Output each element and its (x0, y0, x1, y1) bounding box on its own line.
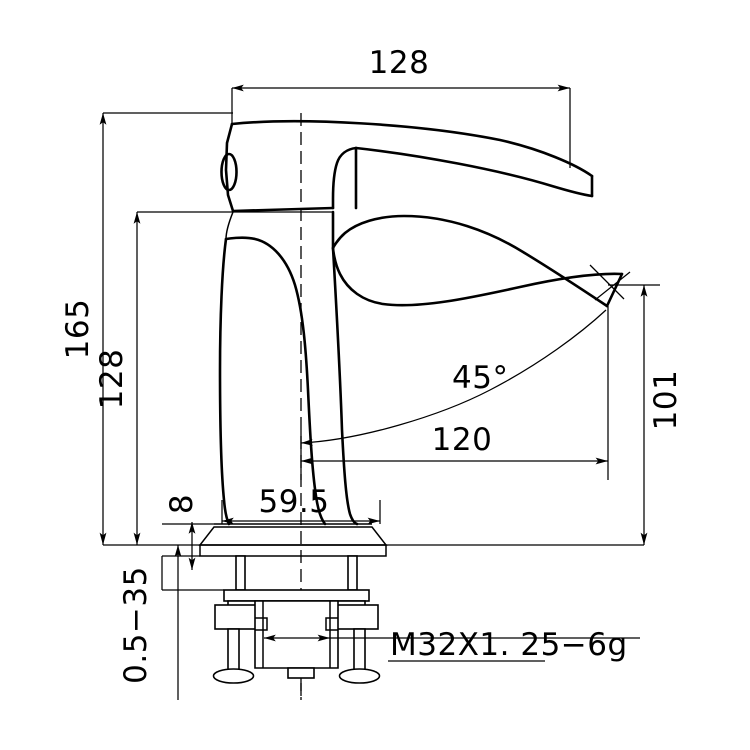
outlet-nipple (287, 667, 315, 679)
threaded-barrel (254, 600, 339, 669)
handle-lever-bottom-edge (354, 146, 594, 198)
spout-tip-tick-a (589, 264, 625, 300)
dimension-spout-angle: 45° (300, 309, 607, 446)
spout-height-label: 101 (648, 370, 684, 431)
faucet-body-outline (103, 112, 624, 526)
shank-left-wall (235, 555, 246, 591)
faucet-body-left-silhouette (218, 237, 231, 526)
faucet-body-right-silhouette (331, 246, 359, 526)
thread-chamfer-left (255, 617, 268, 631)
base-thickness-label: 8 (164, 494, 200, 514)
dimension-spout-height: 101 (608, 284, 684, 546)
spout-angle-leader (300, 309, 607, 446)
spout-tip-tick-b (594, 271, 631, 301)
spout-reach-label: 120 (432, 422, 493, 458)
spout-outer-curve (224, 236, 327, 526)
spout-tip-tick-marks (589, 264, 631, 301)
handle-neck (331, 146, 358, 210)
dimension-spout-reach: 120 (300, 306, 609, 480)
handle-lever-top-edge (230, 120, 594, 178)
dimension-base-thickness: 8 (162, 494, 214, 571)
dimension-body-height: 128 (94, 211, 141, 546)
base-deck-flange (199, 544, 387, 557)
dimension-mount-range: 0.5−35 (118, 544, 224, 700)
base-diameter-label: 59.5 (258, 484, 329, 520)
mounting-assembly (212, 555, 381, 700)
thread-spec-label: M32X1. 25−6g (390, 627, 628, 663)
clamp-screw-left-head (212, 668, 255, 684)
clamp-screw-left-shaft (227, 628, 240, 674)
handle-index-button (220, 152, 238, 192)
clamp-screw-right-head (338, 668, 381, 684)
handle-cap-lower-edge (231, 206, 335, 213)
clamp-screw-right-shaft (353, 628, 366, 674)
spout-angle-label: 45° (452, 360, 508, 396)
dimension-base-diameter: 59.5 (221, 484, 381, 525)
base-escutcheon (103, 523, 644, 557)
handle-cap-block (224, 122, 235, 213)
spout-top-arc (331, 210, 609, 308)
handle-cap-arc (225, 211, 234, 240)
body-height-label: 128 (94, 349, 130, 410)
upper-washer-plate (223, 589, 370, 602)
handle-width-label: 128 (369, 45, 430, 81)
dimension-overall-height: 165 (60, 112, 107, 546)
base-flange-body (198, 526, 388, 546)
spout-inner-arc (331, 246, 624, 307)
dimension-handle-width: 128 (231, 45, 571, 168)
shank-right-wall (347, 555, 358, 591)
callout-thread-spec: M32X1. 25−6g (263, 627, 640, 663)
thread-chamfer-right (325, 617, 338, 631)
mount-range-label: 0.5−35 (118, 566, 154, 684)
overall-height-label: 165 (60, 299, 96, 360)
